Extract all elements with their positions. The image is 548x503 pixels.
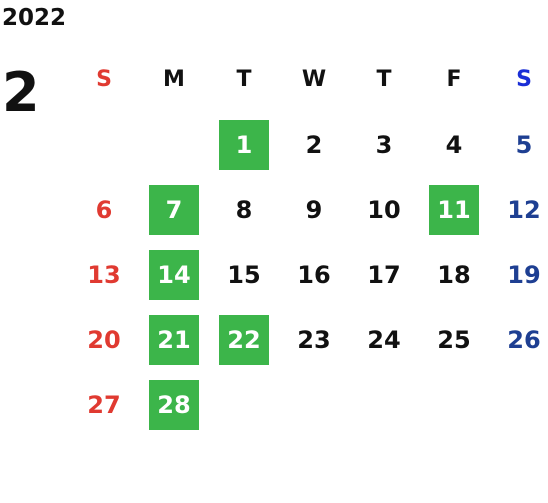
day-number: 25 bbox=[437, 325, 471, 354]
day-number: 2 bbox=[305, 130, 323, 159]
day-number: 9 bbox=[305, 195, 323, 224]
day-cell: 13 bbox=[69, 242, 139, 307]
day-number: 26 bbox=[507, 325, 541, 354]
day-number: 11 bbox=[437, 195, 471, 224]
year-label: 2022 bbox=[2, 5, 67, 31]
weekday-thursday: T bbox=[376, 67, 392, 92]
day-cell: 16 bbox=[279, 242, 349, 307]
day-number: 14 bbox=[157, 260, 191, 289]
day-cell: 3 bbox=[349, 112, 419, 177]
day-number: 22 bbox=[227, 325, 261, 354]
day-number: 7 bbox=[165, 195, 183, 224]
day-number: 28 bbox=[157, 390, 191, 419]
weekday-friday: F bbox=[446, 67, 462, 92]
day-number: 15 bbox=[227, 260, 261, 289]
day-number: 4 bbox=[445, 130, 463, 159]
day-cell-highlighted: 21 bbox=[139, 307, 209, 372]
weekday-saturday: S bbox=[516, 67, 532, 92]
day-cell: 19 bbox=[489, 242, 548, 307]
day-number: 12 bbox=[507, 195, 541, 224]
day-cell-highlighted: 28 bbox=[139, 372, 209, 437]
day-number: 23 bbox=[297, 325, 331, 354]
day-cell: 2 bbox=[279, 112, 349, 177]
day-number: 6 bbox=[95, 195, 113, 224]
day-cell: 23 bbox=[279, 307, 349, 372]
day-number: 8 bbox=[235, 195, 253, 224]
day-number: 21 bbox=[157, 325, 191, 354]
day-number: 17 bbox=[367, 260, 401, 289]
day-cell: 5 bbox=[489, 112, 548, 177]
weekday-wednesday: W bbox=[301, 67, 327, 92]
day-number: 19 bbox=[507, 260, 541, 289]
day-number: 24 bbox=[367, 325, 401, 354]
day-number: 1 bbox=[235, 130, 253, 159]
day-number: 18 bbox=[437, 260, 471, 289]
day-cell: 9 bbox=[279, 177, 349, 242]
day-cell: 12 bbox=[489, 177, 548, 242]
day-cell-highlighted: 22 bbox=[209, 307, 279, 372]
day-cell: 27 bbox=[69, 372, 139, 437]
weekday-sunday: S bbox=[96, 67, 112, 92]
day-number: 16 bbox=[297, 260, 331, 289]
day-cell-highlighted: 14 bbox=[139, 242, 209, 307]
day-cell: 8 bbox=[209, 177, 279, 242]
weekday-monday: M bbox=[163, 67, 185, 92]
weekday-tuesday: T bbox=[236, 67, 252, 92]
day-cell-highlighted: 7 bbox=[139, 177, 209, 242]
day-cell-highlighted: 11 bbox=[419, 177, 489, 242]
empty-cell bbox=[69, 112, 139, 177]
day-cell: 20 bbox=[69, 307, 139, 372]
day-number: 5 bbox=[515, 130, 533, 159]
empty-cell bbox=[139, 112, 209, 177]
day-number: 20 bbox=[87, 325, 121, 354]
day-cell: 6 bbox=[69, 177, 139, 242]
month-number: 2 bbox=[2, 61, 40, 124]
day-number: 3 bbox=[375, 130, 393, 159]
day-cell: 17 bbox=[349, 242, 419, 307]
day-cell: 18 bbox=[419, 242, 489, 307]
day-cell: 10 bbox=[349, 177, 419, 242]
day-cell-highlighted: 1 bbox=[209, 112, 279, 177]
day-number: 27 bbox=[87, 390, 121, 419]
day-cell: 24 bbox=[349, 307, 419, 372]
day-cell: 25 bbox=[419, 307, 489, 372]
day-cell: 26 bbox=[489, 307, 548, 372]
day-number: 10 bbox=[367, 195, 401, 224]
day-cell: 4 bbox=[419, 112, 489, 177]
day-cell: 15 bbox=[209, 242, 279, 307]
day-number: 13 bbox=[87, 260, 121, 289]
